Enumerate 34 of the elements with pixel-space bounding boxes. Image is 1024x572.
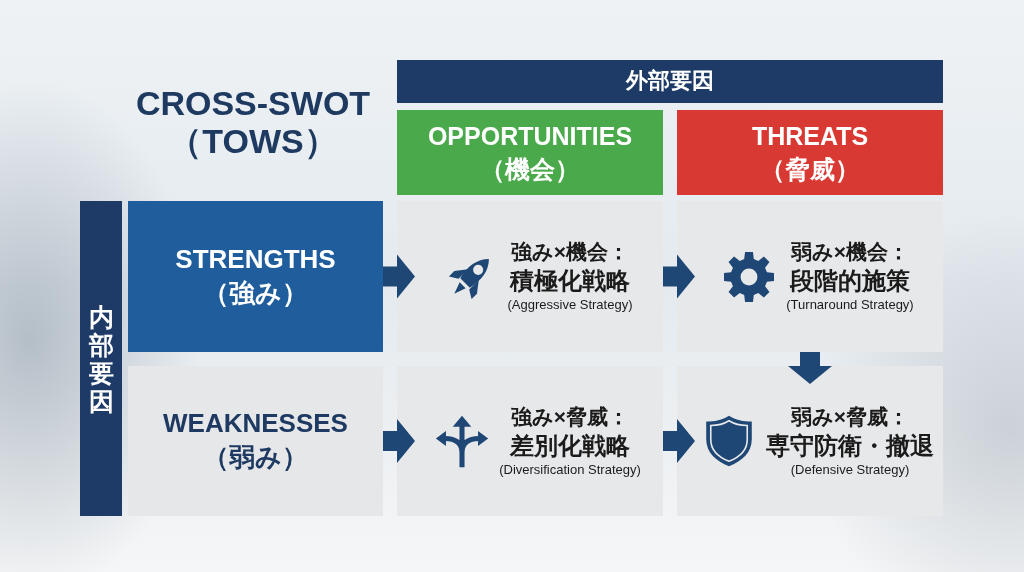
row-title: STRENGTHS （強み） (175, 242, 336, 310)
column-title: THREATS （脅威） (751, 121, 869, 185)
strategy-subtitle: (Turnaround Strategy) (786, 296, 914, 314)
strategy-name: 積極化戦略 (510, 266, 630, 297)
column-title: OPPORTUNITIES （機会） (427, 121, 633, 185)
strategy-subtitle: (Aggressive Strategy) (507, 296, 633, 314)
cell-heading: 弱み×脅威： (790, 403, 910, 430)
cell-heading: 弱み×機会： (790, 239, 910, 265)
strategy-name: 段階的施策 (790, 266, 910, 297)
arrow (788, 352, 832, 384)
column-header (397, 110, 663, 195)
row-header (128, 366, 383, 516)
strategy-subtitle: (Defensive Strategy) (790, 460, 910, 479)
strategy-cell (397, 201, 663, 352)
arrow (383, 419, 415, 463)
strategy-name: 差別化戦略 (510, 430, 630, 461)
column-header (677, 110, 943, 195)
strategy-name: 専守防衛・撤退 (766, 430, 934, 461)
arrow (663, 254, 695, 299)
cell-heading: 強み×脅威： (510, 403, 630, 430)
strategy-subtitle: (Diversification Strategy) (499, 460, 641, 479)
strategy-cell (677, 201, 943, 352)
band-label: 内部要因 (88, 302, 114, 415)
strategy-cell (677, 366, 943, 516)
header-band (397, 60, 943, 103)
side-band (80, 201, 122, 516)
band-label: 外部要因 (626, 68, 714, 95)
arrow (383, 254, 415, 299)
title: CROSS-SWOT （TOWS） (134, 84, 372, 161)
arrow (663, 419, 695, 463)
row-title: WEAKNESSES （弱み） (163, 407, 348, 474)
strategy-cell (397, 366, 663, 516)
cell-heading: 強み×機会： (510, 239, 630, 265)
row-header (128, 201, 383, 352)
